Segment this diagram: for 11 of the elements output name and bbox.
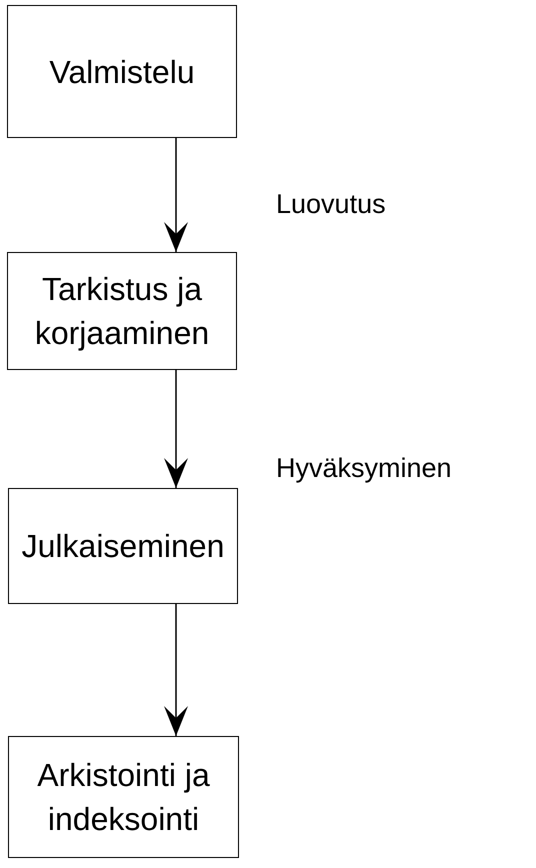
process-box bbox=[7, 252, 237, 370]
box-label: Tarkistus ja korjaaminen bbox=[34, 270, 210, 353]
arrow bbox=[164, 604, 188, 736]
process-box bbox=[8, 736, 239, 858]
arrow bbox=[164, 370, 188, 488]
arrow bbox=[164, 138, 188, 252]
box-label: Arkistointi ja indeksointi bbox=[36, 756, 211, 839]
process-box bbox=[8, 488, 238, 604]
process-box bbox=[7, 5, 237, 138]
box-label: Julkaiseminen bbox=[22, 527, 224, 566]
box-label: Valmistelu bbox=[49, 52, 195, 92]
